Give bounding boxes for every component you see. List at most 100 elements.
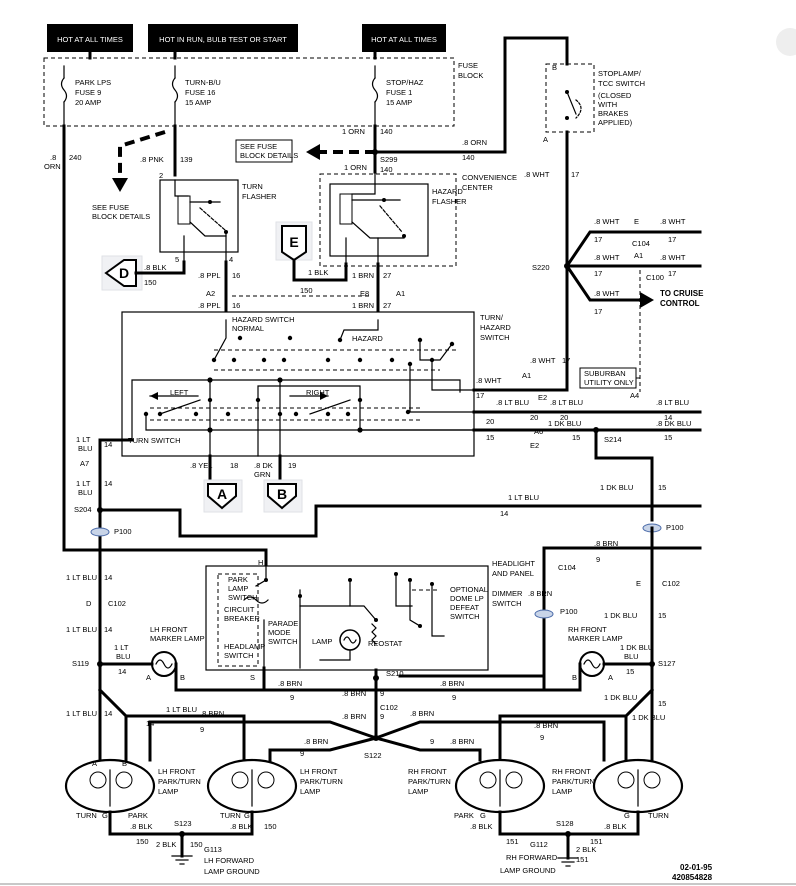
svg-text:REOSTAT: REOSTAT xyxy=(368,639,403,648)
svg-text:14: 14 xyxy=(104,573,112,582)
svg-text:.8 BLK: .8 BLK xyxy=(130,822,153,831)
connector-c102-center: C102 xyxy=(380,703,398,712)
svg-text:.8 WHT: .8 WHT xyxy=(660,217,686,226)
svg-text:GRN: GRN xyxy=(254,470,271,479)
stoplamp-label-6: APPLIED) xyxy=(598,118,633,127)
splice-s128: S128 xyxy=(556,819,574,828)
svg-text:SWITCH: SWITCH xyxy=(228,593,258,602)
svg-text:FLASHER: FLASHER xyxy=(432,197,467,206)
svg-text:D: D xyxy=(86,599,92,608)
wire-label-brn27: 1 BRN xyxy=(352,271,374,280)
svg-text:150: 150 xyxy=(264,822,277,831)
connector-c102-left: C102 xyxy=(108,599,126,608)
svg-text:15: 15 xyxy=(658,699,666,708)
scroll-indicator[interactable] xyxy=(776,28,796,56)
svg-text:BLOCK DETAILS: BLOCK DETAILS xyxy=(92,212,150,221)
svg-text:DOME LP: DOME LP xyxy=(450,594,484,603)
svg-text:A6: A6 xyxy=(534,427,543,436)
svg-text:.8 BRN: .8 BRN xyxy=(594,539,618,548)
svg-text:1 DK BLU: 1 DK BLU xyxy=(604,611,637,620)
convenience-center-outline xyxy=(319,173,457,267)
svg-text:15: 15 xyxy=(572,433,580,442)
connector-c102-right: C102 xyxy=(662,579,680,588)
svg-text:17: 17 xyxy=(594,307,602,316)
svg-text:1 LT BLU: 1 LT BLU xyxy=(66,709,97,718)
turn-flasher: TURN FLASHER 2 5 4 xyxy=(159,171,277,264)
svg-text:9: 9 xyxy=(380,712,384,721)
ground-lh-icon xyxy=(171,855,193,865)
svg-text:17: 17 xyxy=(562,356,570,365)
svg-text:.8 LT BLU: .8 LT BLU xyxy=(656,398,689,407)
wire-label-blk151-rh: 2 BLK xyxy=(576,845,596,854)
svg-text:140: 140 xyxy=(462,153,475,162)
svg-text:B: B xyxy=(122,759,127,768)
svg-text:TURN: TURN xyxy=(220,811,241,820)
fuse-1-amp: 15 AMP xyxy=(386,98,412,107)
wire-label-blk150-lh: 2 BLK xyxy=(156,840,176,849)
svg-text:1 DK BLU: 1 DK BLU xyxy=(604,693,637,702)
connector-c266-bottom: E2 xyxy=(530,441,539,450)
svg-text:.8 BRN: .8 BRN xyxy=(450,737,474,746)
svg-text:9: 9 xyxy=(290,693,294,702)
svg-text:B: B xyxy=(572,673,577,682)
footer-code: 420854828 xyxy=(672,873,713,882)
svg-text:E2: E2 xyxy=(538,393,547,402)
svg-text:TURN: TURN xyxy=(648,811,669,820)
svg-text:5: 5 xyxy=(175,255,179,264)
svg-text:A4: A4 xyxy=(630,391,639,400)
ground-g113: G113 xyxy=(204,845,222,854)
svg-text:P100: P100 xyxy=(560,607,578,616)
svg-text:9: 9 xyxy=(200,725,204,734)
svg-text:HEADLAMP: HEADLAMP xyxy=(224,642,265,651)
svg-text:LH FORWARD: LH FORWARD xyxy=(204,856,255,865)
dimmer-switch-label: HEADLIGHT xyxy=(492,559,535,568)
connector-c266-top: A1 xyxy=(396,289,405,298)
splice-s119: S119 xyxy=(72,659,89,668)
fuse-16-amp: 15 AMP xyxy=(185,98,211,107)
wire-label-wht-branch3: .8 WHT xyxy=(594,289,620,298)
svg-text:9: 9 xyxy=(430,737,434,746)
svg-text:PARK: PARK xyxy=(454,811,474,820)
svg-text:4: 4 xyxy=(229,255,233,264)
svg-text:SWITCH: SWITCH xyxy=(480,333,510,342)
svg-text:LAMP GROUND: LAMP GROUND xyxy=(204,867,260,876)
footer-date: 02-01-95 xyxy=(680,863,713,872)
svg-text:20: 20 xyxy=(486,417,494,426)
svg-text:14: 14 xyxy=(118,667,126,676)
lh-park-turn-lamp-outer: A B xyxy=(64,758,156,814)
svg-text:TURN/: TURN/ xyxy=(480,313,504,322)
svg-text:1 LT: 1 LT xyxy=(114,643,129,652)
svg-text:DEFEAT: DEFEAT xyxy=(450,603,479,612)
splice-s123: S123 xyxy=(174,819,192,828)
svg-text:14: 14 xyxy=(500,509,508,518)
svg-text:1 BRN: 1 BRN xyxy=(352,301,374,310)
svg-text:S: S xyxy=(250,673,255,682)
wire-label-orn140-b: .8 ORN xyxy=(462,138,487,147)
connector-e8: E8 xyxy=(360,289,369,298)
svg-text:SWITCH: SWITCH xyxy=(450,612,480,621)
fuse-1-symbol xyxy=(371,77,379,103)
see-fuse-details-1: SEE FUSE xyxy=(240,142,277,151)
connector-c104: C104 xyxy=(558,563,576,572)
svg-text:27: 27 xyxy=(383,271,391,280)
rh-front-marker-lamp: RH FRONT MARKER LAMP B A xyxy=(568,625,623,682)
wire-label-wht-branch1: .8 WHT xyxy=(594,217,620,226)
wire-label-pnk139: .8 PNK xyxy=(140,155,164,164)
svg-text:ORN: ORN xyxy=(44,162,61,171)
stoplamp-switch-outline xyxy=(545,63,595,133)
header-label-hot-in-run: HOT IN RUN, BULB TEST OR START xyxy=(159,35,287,44)
fuse-16-symbol xyxy=(171,77,179,103)
svg-text:.8 BRN: .8 BRN xyxy=(304,737,328,746)
fuse-16-number: FUSE 16 xyxy=(185,88,215,97)
svg-text:FLASHER: FLASHER xyxy=(242,192,277,201)
see-fuse-details-2: SEE FUSE xyxy=(92,203,129,212)
ground-rh-icon xyxy=(557,857,579,867)
svg-text:.8 BRN: .8 BRN xyxy=(528,589,552,598)
splice-s299: S299 xyxy=(380,155,398,164)
svg-text:14: 14 xyxy=(104,625,112,634)
svg-text:TURN: TURN xyxy=(76,811,97,820)
svg-text:15: 15 xyxy=(658,483,666,492)
svg-text:9: 9 xyxy=(540,733,544,742)
svg-text:19: 19 xyxy=(288,461,296,470)
svg-text:2: 2 xyxy=(159,171,163,180)
